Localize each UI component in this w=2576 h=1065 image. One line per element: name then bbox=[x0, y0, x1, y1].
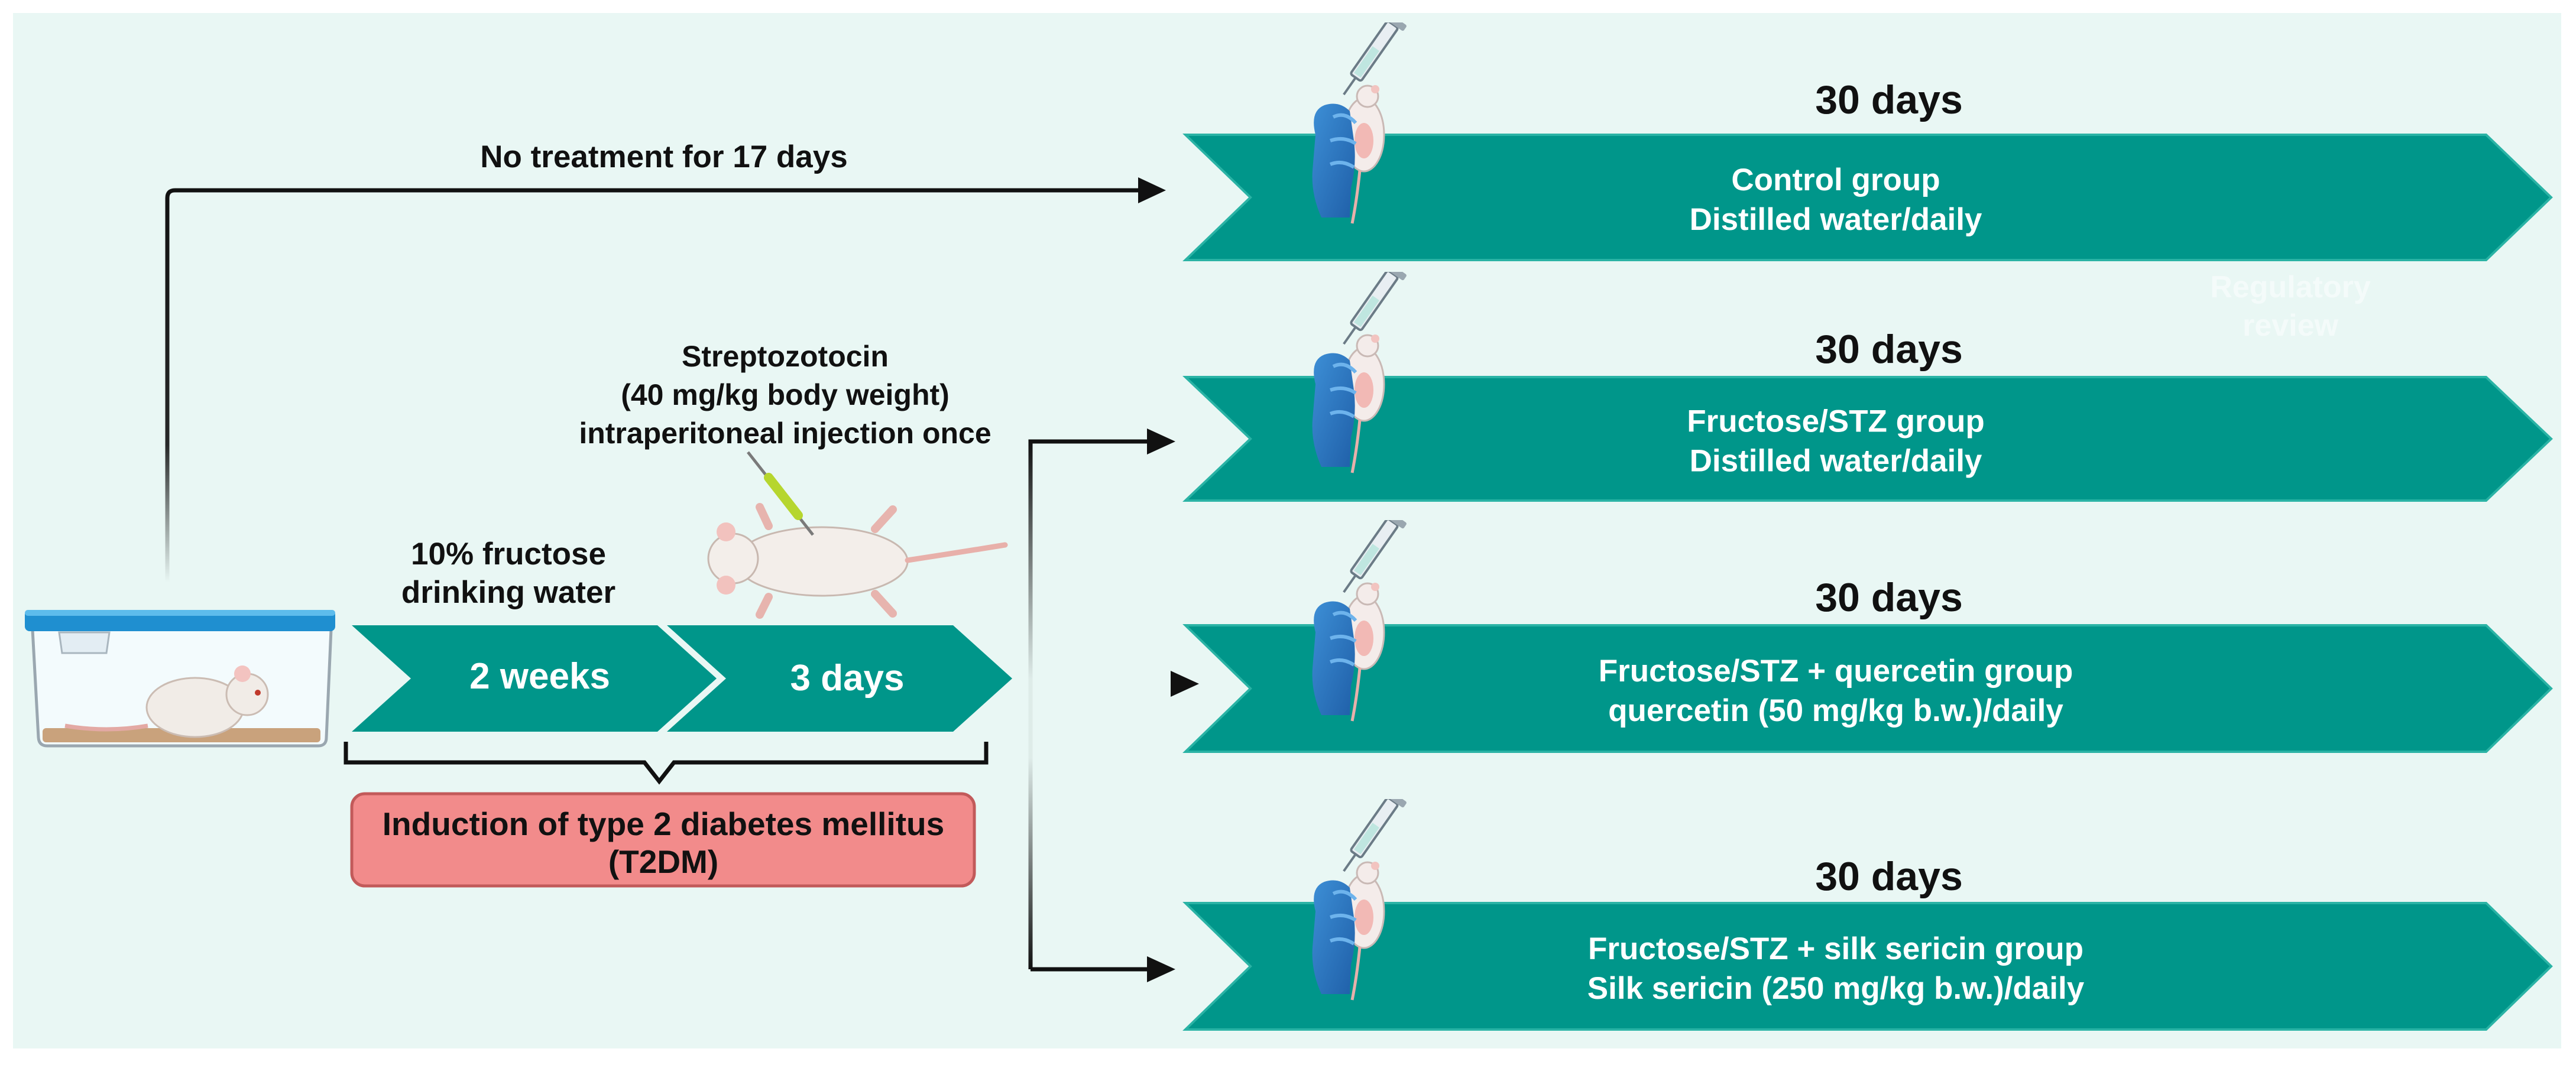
duration-label: 30 days bbox=[1815, 575, 1963, 620]
induction-steps: 2 weeks 3 days 10% fructose drinking wat… bbox=[352, 537, 1012, 732]
duration-label: 30 days bbox=[1815, 854, 1963, 899]
group-arrow bbox=[1182, 376, 2553, 502]
induction-box: Induction of type 2 diabetes mellitus (T… bbox=[350, 792, 976, 888]
group-treatment: Distilled water/daily bbox=[1690, 444, 1982, 479]
group-name: Control group bbox=[1731, 163, 1940, 197]
group-arrow bbox=[1182, 902, 2553, 1031]
group-treatment: Silk sericin (250 mg/kg b.w.)/daily bbox=[1587, 971, 2085, 1006]
induction-bracket bbox=[344, 742, 989, 785]
group-treatment: Distilled water/daily bbox=[1690, 202, 1982, 237]
group-name: Fructose/STZ + silk sericin group bbox=[1588, 931, 2084, 966]
duration-label: 30 days bbox=[1815, 77, 1963, 122]
group-arrow bbox=[1182, 624, 2553, 753]
group-arrow bbox=[1182, 134, 2553, 261]
fructose-label-line2: drinking water bbox=[401, 575, 615, 610]
duration-label: 30 days bbox=[1815, 327, 1963, 372]
arrowhead-to-control bbox=[1138, 177, 1166, 203]
watermark-line1: Regulatory bbox=[2210, 270, 2371, 304]
stz-label-line2: (40 mg/kg body weight) bbox=[621, 378, 950, 411]
rat-cage-icon bbox=[25, 610, 335, 748]
group-treatment: quercetin (50 mg/kg b.w.)/daily bbox=[1608, 693, 2063, 728]
branch-connector bbox=[1028, 428, 1199, 982]
no-treatment-path: No treatment for 17 days bbox=[165, 139, 1166, 582]
stz-label-line3: intraperitoneal injection once bbox=[579, 417, 991, 450]
step-3-days: 3 days bbox=[790, 658, 904, 699]
no-treatment-label: No treatment for 17 days bbox=[480, 139, 847, 174]
chevron-2-weeks bbox=[352, 625, 717, 732]
fructose-label-line1: 10% fructose bbox=[411, 537, 606, 572]
group-name: Fructose/STZ group bbox=[1687, 404, 1985, 439]
group-name: Fructose/STZ + quercetin group bbox=[1599, 654, 2073, 689]
chevron-3-days bbox=[667, 625, 1012, 732]
stz-label-line1: Streptozotocin bbox=[682, 340, 889, 373]
watermark: Regulatory review bbox=[2210, 270, 2371, 343]
induction-box-line1: Induction of type 2 diabetes mellitus bbox=[383, 806, 944, 842]
rat-injection-icon bbox=[707, 451, 1008, 619]
stz-injection: Streptozotocin (40 mg/kg body weight) in… bbox=[579, 340, 1008, 619]
step-2-weeks: 2 weeks bbox=[469, 656, 610, 697]
induction-box-line2: (T2DM) bbox=[608, 843, 718, 880]
watermark-line2: review bbox=[2243, 309, 2338, 343]
